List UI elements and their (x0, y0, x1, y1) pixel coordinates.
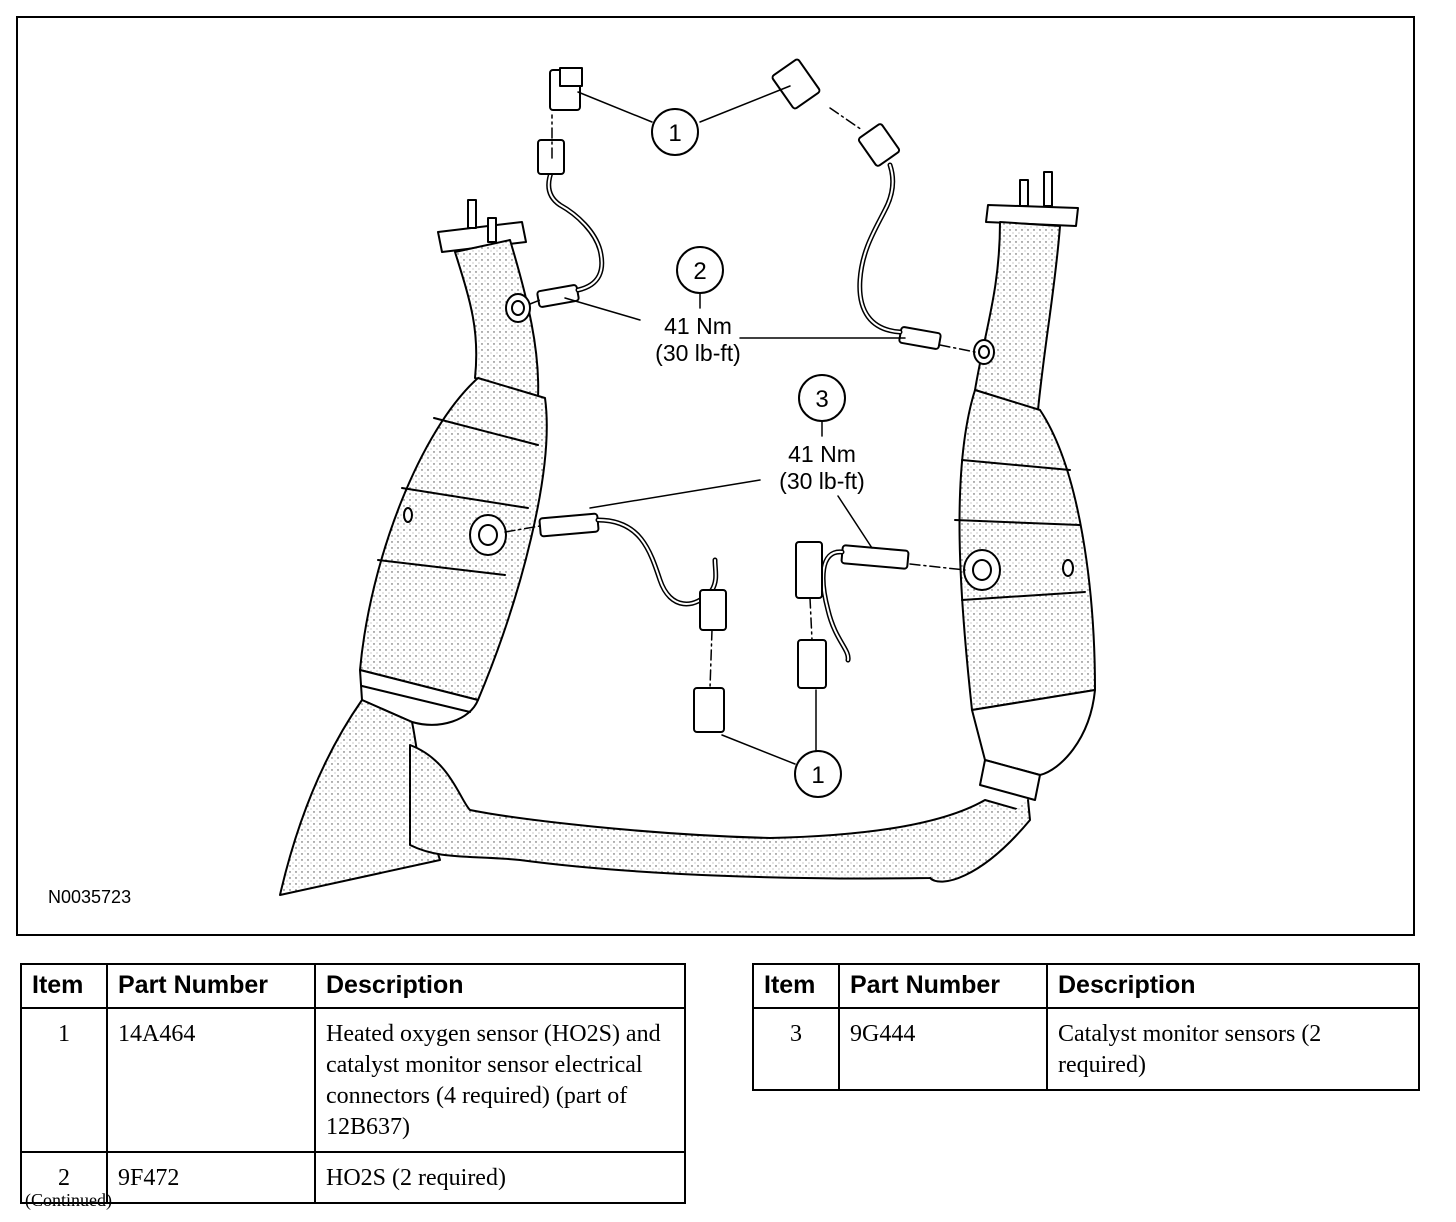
right-ho2s-sensor (771, 58, 942, 350)
description-cell: Catalyst monitor sensors (2 required) (1046, 1007, 1420, 1091)
part-number-header: Part Number (106, 963, 316, 1009)
callout-2: 2 (676, 246, 724, 294)
callout-3: 3 (798, 374, 846, 422)
svg-text:1: 1 (668, 120, 681, 147)
item-header: Item (752, 963, 840, 1009)
part-number-header: Part Number (838, 963, 1048, 1009)
right-catalyst-monitor-sensor (795, 541, 910, 689)
svg-text:3: 3 (815, 386, 828, 413)
description-header: Description (314, 963, 686, 1009)
left-ho2s-sensor (536, 67, 605, 308)
part-number-cell: 14A464 (106, 1007, 316, 1153)
description-cell: HO2S (2 required) (314, 1151, 686, 1204)
torque-item3-lbft: (30 lb-ft) (779, 468, 865, 494)
torque-item2-lbft: (30 lb-ft) (655, 340, 741, 366)
item-cell: 1 (20, 1007, 108, 1153)
left-catalyst-monitor-sensor (538, 512, 727, 733)
item-header: Item (20, 963, 108, 1009)
torque-item3-nm: 41 Nm (788, 441, 856, 467)
exhaust-sensor-diagram: 1 2 3 1 41 Nm (30 lb-ft) 41 Nm (30 lb-ft… (16, 16, 1415, 936)
description-header: Description (1046, 963, 1420, 1009)
torque-item2-nm: 41 Nm (664, 313, 732, 339)
part-number-cell: 9G444 (838, 1007, 1048, 1091)
description-cell: Heated oxygen sensor (HO2S) and catalyst… (314, 1007, 686, 1153)
right-exhaust-pipe (954, 171, 1096, 801)
left-catalytic-converter (359, 377, 548, 701)
crossover-pipe (409, 744, 1031, 883)
callout-1-top: 1 (651, 108, 699, 156)
item-cell: 2 (20, 1151, 108, 1204)
continued-note: (Continued) (25, 1190, 112, 1210)
left-exhaust-pipe (279, 199, 548, 896)
svg-text:2: 2 (693, 258, 706, 285)
alignment-lines (504, 107, 976, 689)
item-cell: 3 (752, 1007, 840, 1091)
callout-1-bottom: 1 (794, 750, 842, 798)
svg-text:1: 1 (811, 762, 824, 789)
figure-id: N0035723 (48, 887, 131, 907)
part-number-cell: 9F472 (106, 1151, 316, 1204)
figure-frame (16, 16, 1415, 936)
leader-lines (564, 85, 906, 765)
